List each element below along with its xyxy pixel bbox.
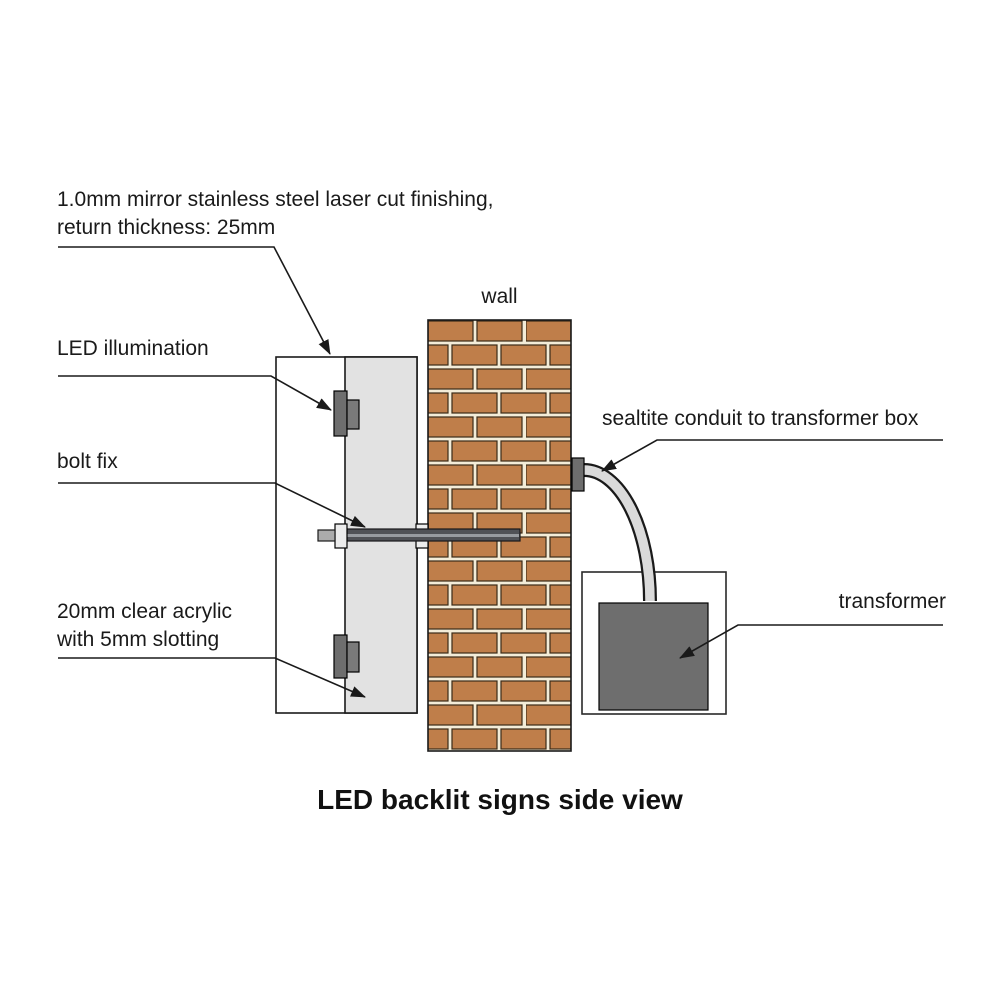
acrylic-leader-line bbox=[58, 657, 366, 698]
steel-finishing-label: 1.0mm mirror stainless steel laser cut f… bbox=[57, 186, 493, 242]
steel-finishing-label-line2: return thickness: 25mm bbox=[57, 216, 276, 239]
acrylic-label-line2: with 5mm slotting bbox=[57, 628, 220, 651]
transformer-leader-line bbox=[679, 624, 943, 659]
acrylic-label: 20mm clear acrylic with 5mm slotting bbox=[57, 598, 232, 654]
transformer-label: transformer bbox=[838, 590, 946, 613]
led-module-bottom bbox=[333, 634, 348, 679]
sealtite-leader-line bbox=[601, 439, 943, 472]
bolt-fix-label: bolt fix bbox=[57, 450, 118, 473]
led-module-top-slot bbox=[346, 399, 360, 430]
bolt-head-stub bbox=[317, 529, 336, 542]
wall-label: wall bbox=[481, 285, 518, 308]
acrylic-label-line1: 20mm clear acrylic bbox=[57, 600, 233, 623]
diagram-title: LED backlit signs side view bbox=[317, 784, 683, 815]
steel-finishing-label-line1: 1.0mm mirror stainless steel laser cut f… bbox=[57, 188, 494, 211]
led-module-top bbox=[333, 390, 348, 437]
bolt-washer-sign bbox=[334, 523, 348, 549]
bolt-leader-line bbox=[58, 482, 366, 528]
steel-leader-line bbox=[58, 246, 331, 355]
led-illumination-label: LED illumination bbox=[57, 337, 209, 360]
led-leader-line bbox=[58, 375, 332, 411]
transformer-box bbox=[598, 602, 709, 711]
conduit-tube bbox=[583, 465, 655, 602]
conduit-connector bbox=[571, 457, 585, 492]
sealtite-conduit-label: sealtite conduit to transformer box bbox=[602, 407, 919, 430]
led-module-bottom-slot bbox=[346, 641, 360, 673]
